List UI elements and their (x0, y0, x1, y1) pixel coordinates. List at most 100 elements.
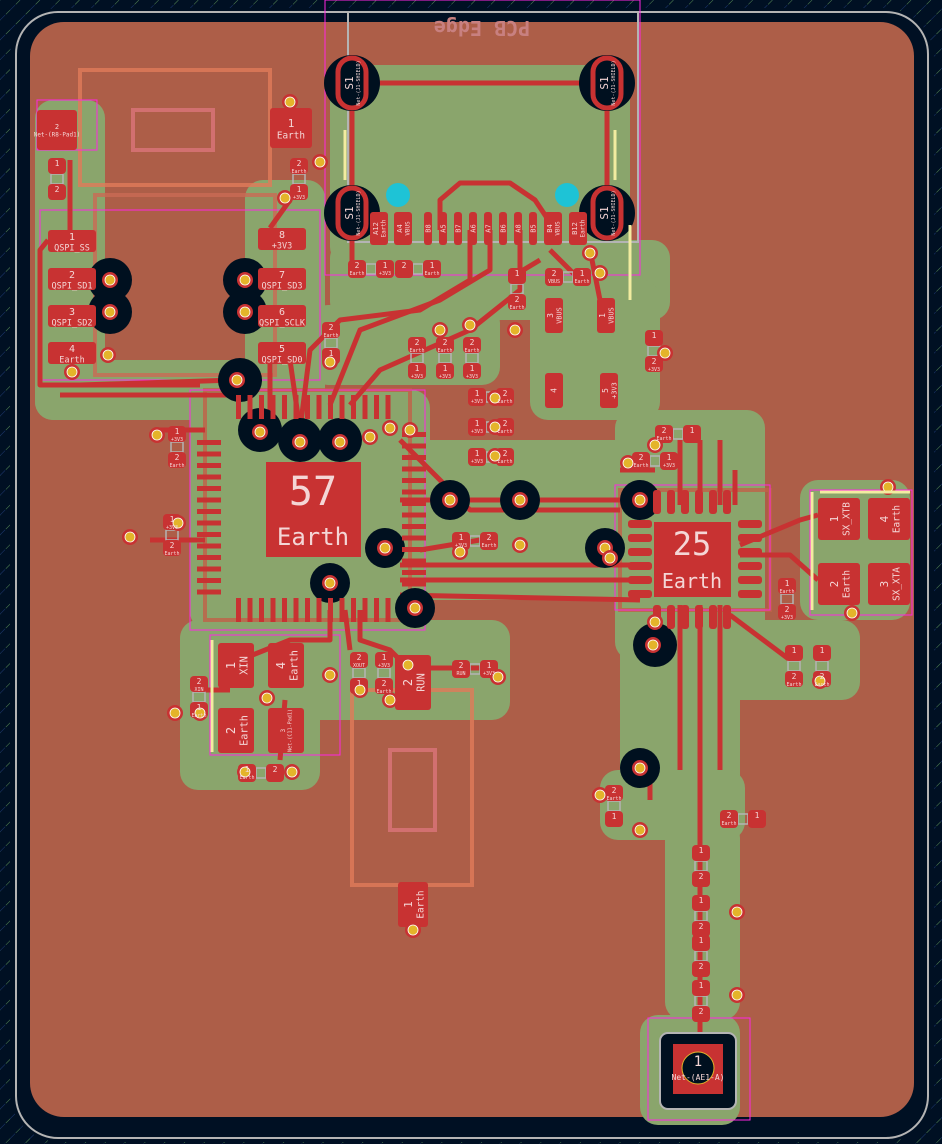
button-pad[interactable] (398, 882, 428, 927)
passive-component[interactable] (348, 260, 394, 278)
flash-pad[interactable] (48, 305, 96, 327)
via-drill (489, 421, 501, 433)
usb-pin-pad[interactable] (439, 212, 447, 245)
radio-pin (738, 590, 762, 598)
flash-pad[interactable] (48, 230, 96, 252)
usb-pin-pad[interactable] (424, 212, 432, 245)
flash-pad[interactable] (258, 342, 306, 364)
usb-pin-pad[interactable] (569, 212, 587, 245)
usb-pin-pad[interactable] (394, 212, 412, 245)
passive-component[interactable] (632, 452, 678, 470)
passive-component[interactable] (778, 578, 796, 620)
flash-pad[interactable] (48, 342, 96, 364)
mcu-pin (402, 443, 426, 449)
via-drill (239, 766, 251, 778)
usb-pin-pad[interactable] (529, 212, 537, 245)
pad-number: 2 (487, 533, 492, 542)
flash-pad[interactable] (258, 228, 306, 250)
pad-number: 1 (443, 364, 448, 373)
vias (64, 94, 896, 1003)
pad-copper (258, 305, 306, 327)
passive-component[interactable] (463, 337, 481, 379)
passive-component[interactable] (692, 895, 710, 937)
button-pad[interactable] (37, 110, 77, 150)
passive-component[interactable] (692, 980, 710, 1022)
crystal-pad[interactable] (268, 643, 304, 688)
flash-pad[interactable] (48, 268, 96, 290)
pad-copper (632, 452, 650, 470)
passive-component[interactable] (436, 337, 454, 379)
mcu-pin (385, 598, 391, 622)
pad-net: Earth (381, 219, 388, 237)
passive-component[interactable] (290, 158, 308, 200)
pad-net: VBUS (405, 221, 412, 236)
usb-pin-pad[interactable] (544, 212, 562, 245)
passive-component[interactable] (692, 935, 710, 977)
regulator-pad[interactable] (600, 373, 618, 408)
crystal-pad[interactable] (868, 563, 910, 605)
passive-component[interactable] (408, 337, 426, 379)
crystal-pad[interactable] (218, 643, 254, 688)
usb-pin-pad[interactable] (514, 212, 522, 245)
passive-component[interactable] (692, 845, 710, 887)
button-pad[interactable] (270, 108, 312, 148)
pad-number: S1 (343, 76, 356, 89)
mcu-pin (236, 395, 241, 419)
via-drill (634, 494, 646, 506)
regulator-pad[interactable] (597, 298, 615, 333)
regulator-pad[interactable] (545, 373, 563, 408)
pad-net: Earth (786, 682, 801, 688)
pad-number: A4 (396, 224, 404, 232)
usb-shield-pad[interactable] (335, 185, 369, 241)
usb-shield-pad[interactable] (590, 55, 624, 111)
antenna-pad[interactable] (659, 1032, 737, 1110)
passive-component[interactable] (48, 158, 66, 200)
via-drill (584, 247, 596, 259)
pad-number: 2 (639, 453, 644, 462)
passive-component[interactable] (785, 645, 803, 687)
passive-component[interactable] (545, 268, 591, 286)
regulator-pad[interactable] (545, 298, 563, 333)
crystal-pad[interactable] (818, 563, 860, 605)
pad-number: 2 (175, 453, 180, 462)
usb-shield-pad[interactable] (335, 55, 369, 111)
usb-pin-pad[interactable] (499, 212, 507, 245)
usb-pin-pad[interactable] (454, 212, 462, 245)
component-body-outline (388, 748, 437, 832)
crystal-pad[interactable] (268, 708, 304, 753)
passive-component[interactable] (168, 426, 186, 468)
pad-number: A5 (439, 224, 447, 232)
pad-number: 2 (820, 672, 825, 681)
pad-number: 4 (550, 388, 559, 393)
passive-component[interactable] (375, 652, 393, 694)
mcu-pin (362, 395, 368, 419)
usb-pin-pad[interactable] (370, 212, 388, 245)
flash-pad[interactable] (258, 305, 306, 327)
pad-copper (660, 452, 678, 470)
via-drill (514, 539, 526, 551)
passive-component[interactable] (645, 330, 663, 372)
usb-shield-pad[interactable] (590, 185, 624, 241)
via-drill (402, 659, 414, 671)
crystal-pad[interactable] (818, 498, 860, 540)
passive-component[interactable] (605, 785, 623, 827)
pad-number: 2 (459, 661, 464, 670)
radio-exposed-pad[interactable] (654, 522, 731, 597)
mcu-exposed-pad[interactable] (266, 462, 361, 557)
mcu-pin (339, 395, 345, 419)
pad-net: QSPI_SS (54, 244, 90, 254)
pad-number: 1 (383, 261, 388, 270)
passive-component[interactable] (395, 260, 441, 278)
courtyard (809, 489, 913, 616)
passive-component[interactable] (508, 268, 526, 310)
crystal-pad[interactable] (868, 498, 910, 540)
pad-number: 2 (699, 1007, 704, 1016)
usb-pin-pad[interactable] (469, 212, 477, 245)
crystal-pad[interactable] (218, 708, 254, 753)
usb-pin-pad[interactable] (484, 212, 492, 245)
flash-pad[interactable] (258, 268, 306, 290)
pad-number: 1 (755, 811, 760, 820)
trace (327, 230, 493, 406)
passive-component[interactable] (720, 810, 766, 828)
